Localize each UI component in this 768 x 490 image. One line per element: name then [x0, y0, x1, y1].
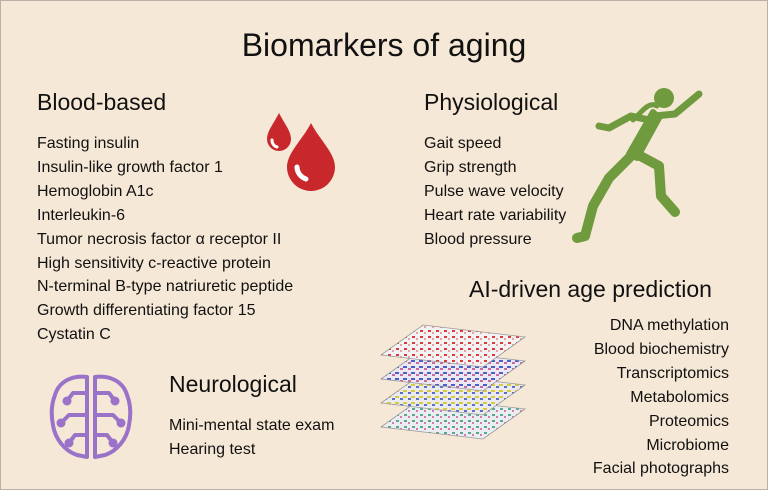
list-item: Facial photographs — [592, 460, 729, 478]
list-item: Hearing test — [169, 440, 256, 458]
neurological-heading: Neurological — [169, 371, 297, 397]
list-item: Cystatin C — [37, 326, 111, 344]
list-item: High sensitivity c-reactive protein — [37, 254, 271, 272]
list-item: Tumor necrosis factor α receptor II — [37, 230, 282, 248]
blood-based-list: Fasting insulin Insulin-like growth fact… — [37, 132, 293, 347]
brain-circuit-icon — [49, 374, 133, 459]
list-item: Transcriptomics — [616, 364, 729, 382]
neurological-list: Mini-mental state exam Hearing test — [169, 414, 334, 462]
list-item: Insulin-like growth factor 1 — [37, 158, 223, 176]
blood-based-heading: Blood-based — [37, 89, 167, 115]
ai-driven-heading: AI-driven age prediction — [469, 276, 712, 302]
list-item: DNA methylation — [609, 317, 729, 334]
list-item: Blood pressure — [424, 230, 532, 248]
list-item: Proteomics — [648, 412, 729, 430]
list-item: Metabolomics — [630, 388, 729, 406]
runner-icon — [572, 88, 703, 243]
heatmap-stack-icon — [379, 324, 527, 440]
list-item: Fasting insulin — [37, 135, 140, 152]
list-item: Mini-mental state exam — [169, 417, 335, 434]
list-item: Microbiome — [646, 436, 729, 454]
list-item: Grip strength — [424, 158, 517, 176]
ai-driven-list: DNA methylation Blood biochemistry Trans… — [521, 314, 729, 481]
figure-title: Biomarkers of aging — [241, 27, 527, 63]
list-item: Growth differentiating factor 15 — [37, 302, 256, 320]
physiological-list: Gait speed Grip strength Pulse wave velo… — [424, 132, 566, 252]
list-item: Interleukin-6 — [37, 206, 126, 224]
list-item: Hemoglobin A1c — [37, 182, 154, 200]
list-item: N-terminal B-type natriuretic peptide — [37, 278, 294, 296]
list-item: Blood biochemistry — [593, 340, 729, 358]
physiological-heading: Physiological — [424, 89, 559, 115]
blood-drops-icon — [267, 113, 335, 191]
list-item: Pulse wave velocity — [424, 182, 564, 200]
list-item: Heart rate variability — [424, 206, 567, 224]
list-item: Gait speed — [424, 135, 502, 152]
